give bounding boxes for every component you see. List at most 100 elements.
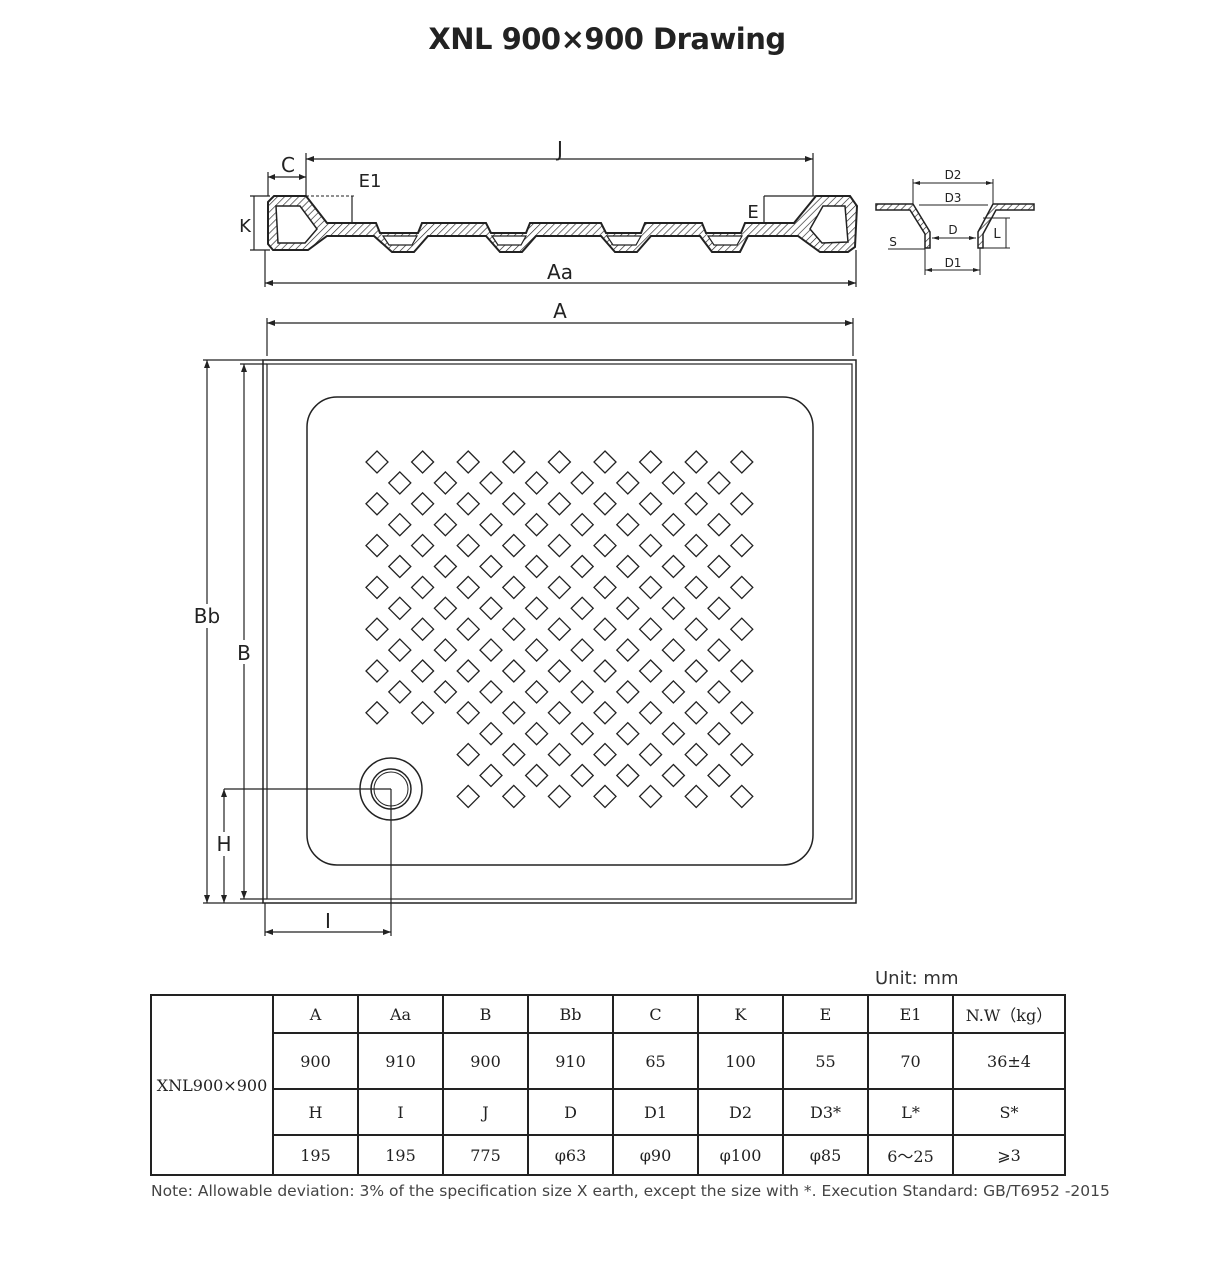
anti-slip-diamond — [456, 742, 481, 767]
anti-slip-diamond — [501, 575, 526, 600]
technical-drawing: J C E1 E K Aa D2 — [192, 137, 1035, 936]
table-cell: 900 — [442, 1032, 529, 1090]
anti-slip-diamond — [410, 533, 435, 558]
anti-slip-diamond — [661, 470, 686, 495]
dimension-label-c: C — [281, 153, 295, 177]
table-cell: 910 — [527, 1032, 614, 1090]
anti-slip-diamond — [433, 554, 458, 579]
anti-slip-diamond — [387, 512, 412, 537]
anti-slip-diamond — [410, 450, 435, 474]
anti-slip-diamond — [456, 784, 481, 809]
table-cell: 775 — [442, 1134, 529, 1176]
anti-slip-diamond — [615, 470, 640, 495]
anti-slip-diamond — [365, 450, 389, 474]
anti-slip-diamond — [410, 700, 435, 725]
anti-slip-diamond — [570, 512, 595, 537]
table-cell: D2 — [697, 1088, 784, 1136]
anti-slip-diamond — [365, 617, 389, 642]
anti-slip-diamond — [729, 617, 754, 642]
table-cell: φ90 — [612, 1134, 699, 1176]
anti-slip-diamond — [456, 617, 481, 642]
anti-slip-pattern — [365, 450, 754, 809]
table-row: 195 195 775 φ63 φ90 φ100 φ85 6～25 ⩾3 — [151, 1134, 1066, 1176]
table-cell: D — [527, 1088, 614, 1136]
anti-slip-diamond — [661, 512, 686, 537]
table-cell: 195 — [272, 1134, 359, 1176]
anti-slip-diamond — [638, 700, 663, 725]
right-rim-cavity — [809, 205, 849, 244]
anti-slip-diamond — [547, 491, 572, 516]
anti-slip-diamond — [638, 450, 663, 474]
anti-slip-diamond — [593, 450, 617, 474]
anti-slip-diamond — [524, 512, 549, 537]
dimension-label-h: H — [216, 832, 231, 856]
dimension-label-l: L — [993, 227, 1001, 242]
dimension-label-d1: D1 — [945, 256, 962, 270]
anti-slip-diamond — [661, 679, 686, 704]
drawing-title: XNL 900×900 Drawing — [428, 22, 786, 56]
anti-slip-diamond — [729, 450, 754, 474]
anti-slip-diamond — [524, 638, 549, 663]
anti-slip-diamond — [593, 742, 617, 767]
anti-slip-diamond — [456, 575, 481, 600]
anti-slip-diamond — [365, 491, 389, 516]
anti-slip-diamond — [365, 533, 389, 558]
tray-basin — [306, 396, 814, 866]
anti-slip-diamond — [456, 700, 481, 725]
table-cell: 55 — [782, 1032, 869, 1090]
anti-slip-diamond — [593, 659, 617, 683]
table-cell: S* — [952, 1088, 1066, 1136]
anti-slip-diamond — [707, 763, 731, 788]
anti-slip-diamond — [547, 784, 572, 809]
anti-slip-diamond — [570, 679, 595, 704]
anti-slip-diamond — [593, 575, 617, 600]
table-cell: L* — [867, 1088, 954, 1136]
anti-slip-diamond — [707, 638, 731, 663]
anti-slip-diamond — [638, 533, 663, 558]
rib-cavity — [706, 235, 744, 246]
dimension-label-a: A — [553, 299, 567, 323]
anti-slip-diamond — [501, 491, 526, 516]
section-view: J C E1 E K Aa — [239, 137, 859, 287]
anti-slip-diamond — [729, 742, 754, 767]
anti-slip-diamond — [729, 575, 754, 600]
anti-slip-diamond — [387, 638, 412, 663]
anti-slip-diamond — [661, 596, 686, 621]
anti-slip-diamond — [365, 700, 389, 725]
anti-slip-diamond — [593, 491, 617, 516]
anti-slip-diamond — [479, 596, 503, 621]
anti-slip-diamond — [638, 659, 663, 683]
tray-inner-edge — [266, 363, 853, 900]
anti-slip-diamond — [479, 512, 503, 537]
anti-slip-diamond — [501, 450, 526, 474]
table-cell: 70 — [867, 1032, 954, 1090]
drain-detail: D2 D3 D S L D1 — [875, 168, 1035, 275]
rib-cavity — [605, 235, 643, 246]
anti-slip-diamond — [661, 638, 686, 663]
anti-slip-diamond — [593, 617, 617, 642]
anti-slip-diamond — [410, 491, 435, 516]
anti-slip-diamond — [479, 721, 503, 746]
rib-cavity — [381, 235, 419, 246]
anti-slip-diamond — [456, 659, 481, 683]
anti-slip-diamond — [684, 742, 709, 767]
anti-slip-diamond — [410, 617, 435, 642]
anti-slip-diamond — [593, 784, 617, 809]
table-cell: φ63 — [527, 1134, 614, 1176]
table-cell: 65 — [612, 1032, 699, 1090]
anti-slip-diamond — [638, 784, 663, 809]
anti-slip-diamond — [684, 659, 709, 683]
anti-slip-diamond — [570, 721, 595, 746]
anti-slip-diamond — [661, 554, 686, 579]
anti-slip-diamond — [593, 700, 617, 725]
anti-slip-diamond — [547, 450, 572, 474]
anti-slip-diamond — [707, 721, 731, 746]
table-row: XNL900×900 A Aa B Bb C K E E1 N.W（kg） — [150, 994, 1066, 1176]
dimension-label-bb: Bb — [194, 604, 220, 628]
anti-slip-diamond — [524, 470, 549, 495]
plan-view: A Bb B H — [192, 299, 857, 936]
anti-slip-diamond — [707, 596, 731, 621]
dimension-label-i: I — [325, 909, 331, 933]
dimension-label-b: B — [237, 641, 251, 665]
dimension-label-s: S — [889, 235, 897, 249]
